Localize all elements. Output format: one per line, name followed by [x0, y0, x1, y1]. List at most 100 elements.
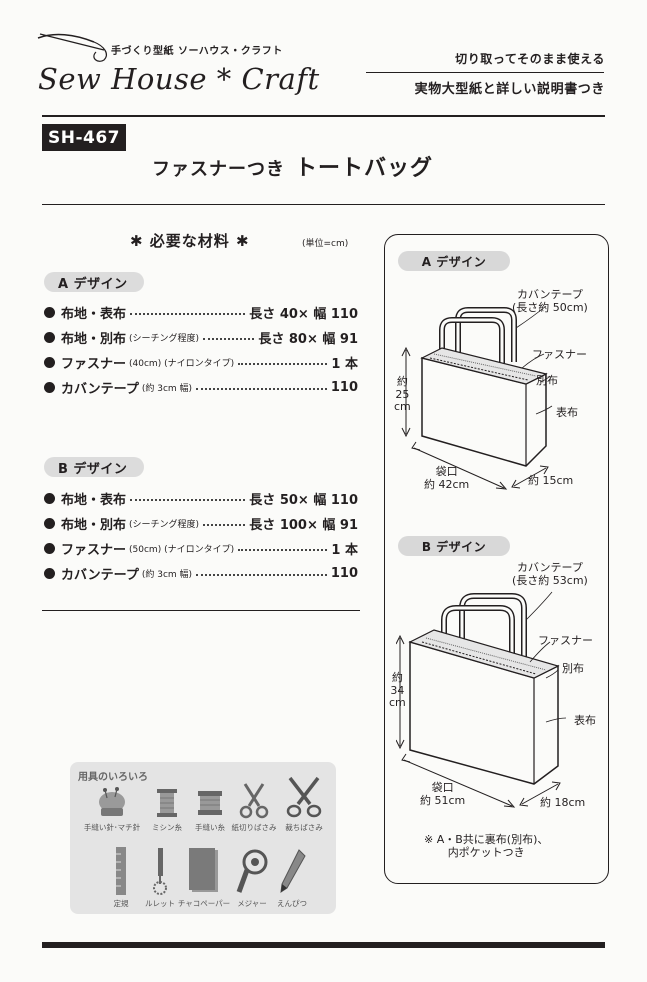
- dot-leader: [130, 499, 246, 501]
- tool-pencil: えんぴつ: [272, 846, 312, 909]
- tool-ruler: 定規: [104, 846, 138, 909]
- opening-label-b: 袋口 約 51cm: [420, 781, 466, 807]
- dot-leader: [203, 524, 246, 526]
- material-name: カバンテープ: [61, 381, 139, 397]
- material-qty: 長さ 100× 幅 91: [249, 517, 358, 533]
- footer-rule: [42, 942, 605, 948]
- material-row: ファスナー (40cm) (ナイロンタイプ) 1 本: [44, 352, 358, 372]
- depth-label-b: 約 18cm: [540, 796, 586, 809]
- height-unit: cm: [389, 696, 406, 710]
- tool-label: 手縫い糸: [195, 823, 225, 832]
- tagline-1: 切り取ってそのまま使える: [455, 52, 605, 66]
- material-note: (50cm) (ナイロンタイプ): [129, 544, 235, 555]
- material-row: カバンテープ (約 3cm 幅) 110: [44, 377, 358, 397]
- opening-value: 約 51cm: [420, 793, 466, 807]
- tool-machine-thread: ミシン糸: [145, 786, 189, 833]
- tool-label: 裁ちばさみ: [285, 823, 323, 832]
- height-label-b: 約 34 cm: [389, 671, 406, 710]
- title-rule: [42, 204, 605, 205]
- tool-label: メジャー: [237, 899, 267, 908]
- material-note: (約 3cm 幅): [141, 383, 193, 394]
- thread-spool-icon: [157, 789, 177, 817]
- material-qty: 長さ 80× 幅 91: [258, 331, 358, 347]
- diagram-panel: [384, 234, 609, 884]
- logo-subtitle: 手づくり型紙 ソーハウス・クラフト: [111, 46, 283, 57]
- bullet-icon: [44, 517, 55, 529]
- material-name: 布地・別布: [61, 331, 127, 347]
- diagram-b-label: B デザイン: [398, 536, 510, 556]
- pincushion-icon: [99, 787, 125, 816]
- title-small: ファスナーつき: [152, 159, 285, 180]
- header-rule: [42, 115, 605, 117]
- tote-bag-a-illustration: [401, 305, 553, 490]
- dot-leader: [196, 388, 327, 390]
- height-unit: cm: [394, 400, 411, 414]
- product-code: SH-467: [42, 124, 126, 151]
- diagram-a-label: A デザイン: [398, 251, 510, 271]
- tracing-wheel-icon: [153, 848, 167, 895]
- bullet-icon: [44, 356, 55, 368]
- tool-label: 手縫い針･マチ針: [83, 823, 141, 832]
- tool-hand-thread: 手縫い糸: [188, 786, 232, 833]
- lining-label-b: 別布: [562, 662, 584, 675]
- bullet-icon: [44, 567, 55, 579]
- tool-label: チャコペーパー: [177, 899, 231, 908]
- dot-leader: [196, 574, 327, 576]
- materials-heading: ✱ 必要な材料 ✱: [130, 232, 250, 250]
- tool-pincushion: 手縫い針･マチ針: [84, 786, 140, 833]
- needle-thread-icon: [37, 33, 107, 62]
- materials-rule: [42, 610, 360, 611]
- strap-label-b: カバンテープ (長さ約 53cm): [512, 561, 588, 587]
- tool-label: ルレット: [145, 899, 175, 908]
- tool-label: ミシン糸: [152, 823, 182, 832]
- scissors-icon: [239, 783, 269, 819]
- outer-label-a: 表布: [556, 406, 578, 419]
- height-prefix: 約: [391, 671, 403, 684]
- material-row: カバンテープ (約 3cm 幅) 110: [44, 563, 358, 583]
- pencil-icon: [280, 849, 306, 894]
- material-qty: 1 本: [331, 356, 358, 372]
- material-qty: 1 本: [331, 542, 358, 558]
- strap-name: カバンテープ: [516, 561, 583, 574]
- height-value: 25: [395, 387, 410, 401]
- bullet-icon: [44, 542, 55, 554]
- tool-chalk-paper: チャコペーパー: [174, 846, 234, 909]
- lining-label-a: 別布: [536, 374, 558, 387]
- material-row: 布地・別布 (シーチング程度) 長さ 100× 幅 91: [44, 513, 358, 533]
- tool-label: えんぴつ: [277, 899, 307, 908]
- design-b-label: B デザイン: [44, 457, 144, 477]
- bullet-icon: [44, 331, 55, 343]
- material-qty: 110: [330, 379, 358, 395]
- material-row: 布地・表布 長さ 50× 幅 110: [44, 488, 358, 508]
- tool-tape-measure: メジャー: [232, 846, 272, 909]
- zipper-label-b: ファスナー: [538, 634, 593, 647]
- material-name: ファスナー: [61, 356, 127, 372]
- strap-length: (長さ約 53cm): [512, 573, 588, 587]
- material-note: (40cm) (ナイロンタイプ): [129, 358, 235, 369]
- bullet-icon: [44, 492, 55, 504]
- dot-leader: [203, 338, 255, 340]
- material-note: (シーチング程度): [129, 519, 200, 530]
- scissors-icon: [286, 776, 322, 818]
- product-title: ファスナーつきトートバッグ: [152, 150, 433, 182]
- strap-name: カバンテープ: [516, 288, 583, 301]
- tote-bag-b-illustration: [396, 591, 567, 808]
- zipper-label-a: ファスナー: [532, 348, 587, 361]
- dot-leader: [238, 549, 328, 551]
- unit-note: (単位=cm): [302, 239, 349, 249]
- dot-leader: [130, 313, 246, 315]
- note-line-1: ※ A・B共に裏布(別布)、: [424, 833, 549, 846]
- dot-leader: [238, 363, 328, 365]
- tool-paper-scissors: 紙切りばさみ: [228, 782, 280, 833]
- tagline-divider: [366, 72, 604, 73]
- material-note: (シーチング程度): [129, 333, 200, 344]
- material-name: 布地・表布: [61, 306, 127, 322]
- material-qty: 長さ 40× 幅 110: [249, 306, 358, 322]
- depth-label-a: 約 15cm: [528, 474, 574, 487]
- lining-note: ※ A・B共に裏布(別布)、 内ポケットつき: [424, 833, 549, 859]
- material-name: 布地・別布: [61, 517, 127, 533]
- bullet-icon: [44, 306, 55, 318]
- material-row: ファスナー (50cm) (ナイロンタイプ) 1 本: [44, 538, 358, 558]
- height-value: 34: [390, 683, 405, 697]
- opening-value: 約 42cm: [424, 477, 470, 491]
